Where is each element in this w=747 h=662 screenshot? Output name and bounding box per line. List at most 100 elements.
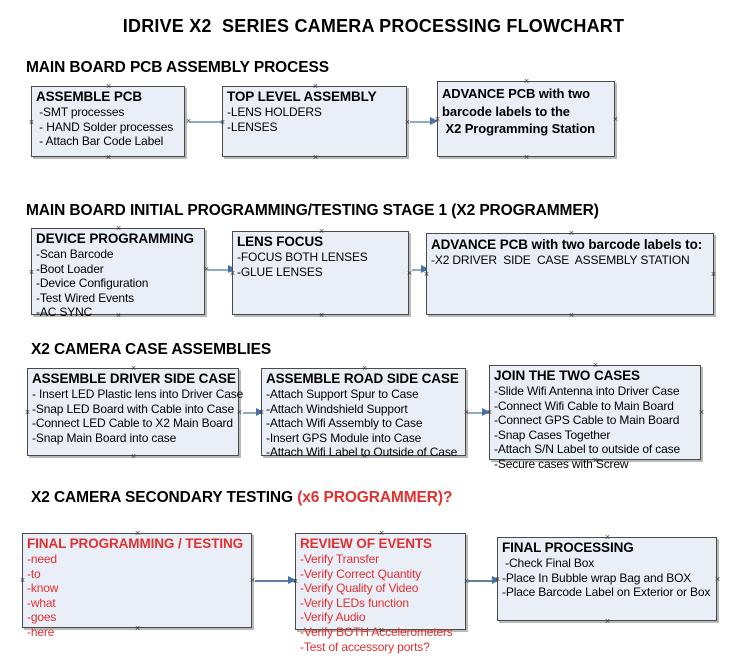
box-line: -Attach Windshield Support [266,401,408,416]
resize-handle-bottom[interactable] [130,453,137,460]
arrowhead-icon [482,408,490,416]
arrowhead-icon [430,117,438,125]
resize-handle-right[interactable] [714,576,721,583]
box-final-programming-testing[interactable]: FINAL PROGRAMMING / TESTING -need -to -k… [19,533,252,639]
box-line: - Insert LED Plastic lens into Driver Ca… [32,387,244,401]
connector-device-programming-to-lens-focus [208,269,236,271]
box-line: -Verify LEDs function [300,595,409,610]
box-line: -Verify Correct Quantity [300,566,422,581]
box-line: -GLUE LENSES [237,264,323,279]
section-heading-accent: (x6 PROGRAMMER)? [297,489,453,506]
box-line: -Attach Support Spur to Case [266,387,419,401]
section-heading-text: X2 CAMERA SECONDARY TESTING [31,489,298,506]
connector-assemble-pcb-to-top-level [190,121,238,123]
box-line: -Check Final Box [502,556,595,570]
box-line: -Verify Audio [300,610,366,625]
box-title: FINAL PROCESSING [502,540,634,555]
box-title: LENS FOCUS [237,234,324,249]
box-line: -LENSES [227,119,278,134]
box-line: -LENS HOLDERS [227,105,322,119]
box-line: -Verify Quality of Video [300,581,419,596]
box-line-overflow: -Test of accessory ports? [300,639,430,654]
box-line: -what [27,595,56,610]
box-title: ASSEMBLE DRIVER SIDE CASE [32,371,236,386]
box-title: ADVANCE PCB with two [442,86,590,101]
box-title: barcode labels to the [442,103,570,119]
box-line: -X2 DRIVER SIDE CASE ASSEMBLY STATION [431,253,690,267]
box-line: -Connect GPS Cable to Main Board [494,413,680,428]
resize-handle-top[interactable] [568,230,575,237]
resize-handle-right[interactable] [698,409,705,416]
box-line: -goes [27,610,57,625]
box-assemble-pcb[interactable]: ASSEMBLE PCB -SMT processes - HAND Solde… [31,86,185,157]
connector-final-programming-to-review [255,580,295,582]
box-title: TOP LEVEL ASSEMBLY [227,89,377,104]
box-line: -know [27,581,59,596]
box-line: -Attach S/N Label to outside of case [494,442,681,457]
box-final-processing[interactable]: FINAL PROCESSING -Check Final Box -Place… [497,537,717,621]
box-join-the-two-cases[interactable]: JOIN THE TWO CASES -Slide Wifi Antenna i… [489,365,701,471]
box-advance-pcb-driver-side[interactable]: ADVANCE PCB with two barcode labels to: … [426,233,714,315]
box-line: -Attach Wifi Assembly to Case [266,416,423,431]
arrowhead-icon [492,576,500,584]
arrowhead-icon [421,265,429,273]
box-line: -Snap Cases Together [494,427,611,442]
box-title: DEVICE PROGRAMMING [36,231,194,246]
resize-handle-bottom[interactable] [318,312,325,319]
box-line: -here [27,624,55,639]
resize-handle-bottom[interactable] [105,154,112,161]
box-title: JOIN THE TWO CASES [494,368,640,383]
box-line: -Boot Loader [36,261,104,276]
box-title: X2 Programming Station [442,121,596,136]
box-top-level-assembly[interactable]: TOP LEVEL ASSEMBLY -LENS HOLDERS -LENSES [222,86,407,157]
box-line: - Attach Bar Code Label [36,134,164,149]
resize-handle-bottom[interactable] [604,618,611,625]
resize-handle-left[interactable] [28,119,35,126]
box-line: -need [27,552,57,566]
section-heading-x2-camera-secondary-testing: X2 CAMERA SECONDARY TESTING (x6 PROGRAMM… [31,489,452,507]
box-line: -AC SYNC [36,305,93,320]
connector-top-level-to-advance-pcb [410,121,435,123]
resize-handle-bottom[interactable] [568,312,575,319]
connector-lens-focus-to-advance-driver [412,269,427,271]
resize-handle-right[interactable] [406,270,413,277]
box-advance-pcb-programming-station[interactable]: ADVANCE PCB with two barcode labels to t… [437,81,615,157]
arrowhead-icon [256,408,264,416]
box-title: FINAL PROGRAMMING / TESTING [27,536,244,551]
box-line: -Place Barcode Label on Exterior or Box [502,585,711,600]
box-device-programming[interactable]: DEVICE PROGRAMMING -Scan Barcode -Boot L… [28,228,205,319]
box-title: ASSEMBLE PCB [36,89,143,104]
box-line: -Scan Barcode [36,247,114,261]
section-heading-main-board-pcb-assembly: MAIN BOARD PCB ASSEMBLY PROCESS [26,59,329,76]
page-title: IDRIVE X2 SERIES CAMERA PROCESSING FLOWC… [122,16,625,36]
connector-driver-case-to-road-case [243,412,262,414]
section-heading-x2-camera-case-assemblies: X2 CAMERA CASE ASSEMBLIES [31,341,272,358]
box-title: ASSEMBLE ROAD SIDE CASE [266,371,459,386]
resize-handle-left[interactable] [24,409,31,416]
box-line: -Slide Wifi Antenna into Driver Case [494,384,680,398]
box-line: -Connect LED Cable to X2 Main Board [32,416,233,431]
box-line: -Test Wired Events [36,290,134,305]
box-line: - HAND Solder processes [36,119,174,134]
resize-handle-left[interactable] [19,577,26,584]
box-line: -Place In Bubble wrap Bag and BOX [502,570,692,585]
resize-handle-bottom[interactable] [312,154,319,161]
box-lens-focus[interactable]: LENS FOCUS -FOCUS BOTH LENSES -GLUE LENS… [232,231,409,315]
box-assemble-driver-side-case[interactable]: ASSEMBLE DRIVER SIDE CASE - Insert LED P… [24,368,244,456]
box-line: -Snap LED Board with Cable into Case [32,401,235,416]
resize-handle-left[interactable] [28,269,35,276]
box-line: -Device Configuration [36,276,149,291]
resize-handle-right[interactable] [710,271,717,278]
box-title: REVIEW OF EVENTS [300,536,432,551]
connector-road-case-to-join-cases [468,412,488,414]
box-line: -FOCUS BOTH LENSES [237,250,368,264]
resize-handle-bottom[interactable] [523,154,530,161]
box-review-of-events[interactable]: REVIEW OF EVENTS -Verify Transfer -Verif… [295,533,466,654]
resize-handle-right[interactable] [612,116,619,123]
box-line: -Verify BOTH Accelerometers [300,624,453,639]
box-assemble-road-side-case[interactable]: ASSEMBLE ROAD SIDE CASE -Attach Support … [261,368,466,459]
resize-handle-top[interactable] [523,78,530,85]
resize-handle-right[interactable] [236,409,243,416]
box-line: -Connect Wifi Cable to Main Board [494,398,674,413]
